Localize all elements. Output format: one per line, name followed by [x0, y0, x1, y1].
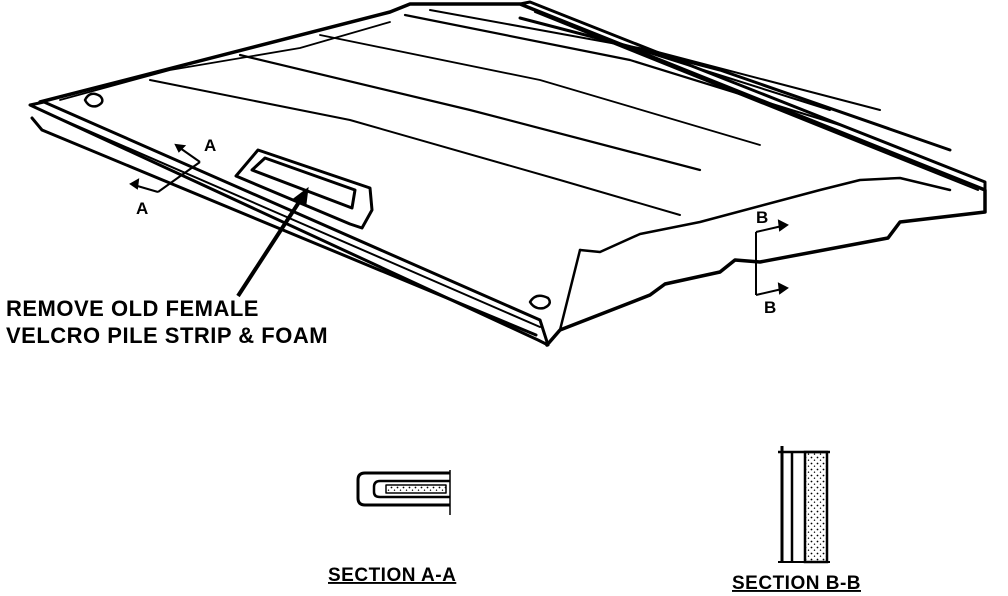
section-b-cut-marker — [755, 219, 789, 296]
callout-leader-arrow — [236, 186, 309, 298]
marker-b-upper: B — [756, 208, 768, 227]
headliner-panel — [28, 0, 987, 347]
section-a-a-title: SECTION A-A — [328, 565, 456, 586]
callout-line-1: REMOVE OLD FEMALE — [6, 296, 259, 321]
marker-b-lower: B — [764, 298, 776, 317]
marker-a-lower: A — [136, 199, 148, 218]
section-b-b-detail — [778, 446, 830, 564]
marker-a-upper: A — [204, 136, 216, 155]
section-a-a-detail — [356, 470, 451, 515]
callout-line-2: VELCRO PILE STRIP & FOAM — [6, 323, 328, 348]
section-a-cut-marker — [129, 143, 201, 193]
velcro-strip — [234, 148, 374, 230]
section-b-b-title: SECTION B-B — [732, 573, 861, 594]
